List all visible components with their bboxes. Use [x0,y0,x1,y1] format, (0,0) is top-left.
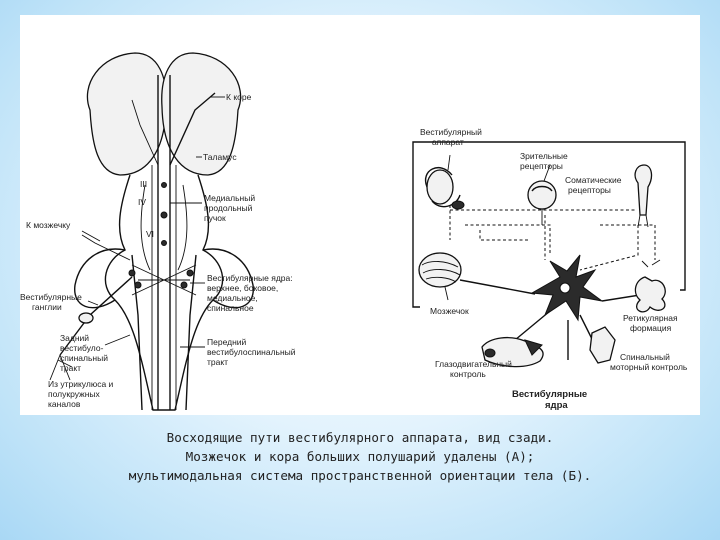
label-vest-nuclei-1: Вестибулярные ядра: [207,273,293,283]
label-visual-1: Зрительные [520,151,568,161]
label-nerve-vi: VI [146,229,154,239]
fibers-to-cortex [169,92,216,166]
label-nerve-iii: III [140,179,147,189]
label-reticular-2: формация [630,323,672,333]
label-spinal-motor-1: Спинальный [620,352,670,362]
label-posterior-tract-3: спинальный [60,353,108,363]
panel-a-brainstem: К коре Таламус III IV VI Медиальный прод… [20,52,296,411]
label-vest-nuclei-2: верхнее, боковое, [207,283,278,293]
caption-line-3: мультимодальная система пространственной… [128,468,592,483]
label-anterior-tract-1: Передний [207,337,247,347]
label-oculomotor-2: контроль [450,369,486,379]
label-to-cortex: К коре [226,92,252,102]
slide-figure: К коре Таламус III IV VI Медиальный прод… [20,15,700,415]
spinal-motor-icon [589,326,616,364]
mlf-tract [157,75,171,410]
vestibular-nuclei-icon [530,254,603,322]
label-posterior-tract-4: тракт [60,363,81,373]
oculomotor-icon [481,336,544,368]
label-from-utricle-2: полукружных [48,389,101,399]
caption-line-2: Мозжечок и кора больших полушарий удален… [185,449,535,464]
label-nerve-iv: IV [138,197,146,207]
label-vest-nuclei-3: медиальное, [207,293,258,303]
anterior-vestibulospinal-tract [185,254,197,411]
peduncle-right [202,248,254,309]
dashed-links [449,205,656,271]
label-vest-apparatus-2: аппарат [432,137,464,147]
vestibular-apparatus-icon [424,154,465,210]
label-posterior-tract-1: Задний [60,333,89,343]
label-vest-nuclei-2: ядра [545,400,568,411]
label-from-utricle-1: Из утрикулюса и [48,379,114,389]
vestibular-ganglion [78,312,94,324]
label-spinal-motor-2: моторный контроль [610,362,688,372]
visual-receptors-icon [527,164,557,225]
label-vest-apparatus-1: Вестибулярный [420,127,482,137]
figure-caption: Восходящие пути вестибулярного аппарата,… [0,428,720,485]
reticular-formation-icon [634,259,666,313]
figure-svg: К коре Таламус III IV VI Медиальный прод… [20,52,688,411]
label-reticular-1: Ретикулярная [623,313,678,323]
label-oculomotor-1: Глазодвигательный [435,359,512,369]
caption-line-1: Восходящие пути вестибулярного аппарата,… [166,430,554,445]
label-mlf-1: Медиальный [204,193,255,203]
peduncle-left [74,248,126,309]
label-vest-nuclei-4: спинальное [207,303,254,313]
label-mlf-2: продольный [204,203,253,213]
thalamus-right [161,52,242,176]
label-vest-ganglia-1: Вестибулярные [20,292,82,302]
label-mlf-3: пучок [204,213,226,223]
label-visual-2: рецепторы [520,161,563,171]
somatic-receptors-icon [634,164,653,228]
label-to-cerebellum: К мозжечку [26,220,71,230]
label-vest-nuclei-1: Вестибулярные [512,389,587,400]
vestibular-nuclei-dots [128,182,194,289]
nuclei-outputs [459,279,641,360]
label-thalamus: Таламус [203,152,237,162]
label-somatic-1: Соматические [565,175,622,185]
label-somatic-2: рецепторы [568,185,611,195]
label-vest-ganglia-2: ганглии [32,302,62,312]
label-cerebellum: Мозжечок [430,306,469,316]
label-from-utricle-3: каналов [48,399,81,409]
label-posterior-tract-2: вестибуло- [60,343,104,353]
cerebellum-icon [418,252,462,301]
label-anterior-tract-2: вестибулоспинальный [207,347,296,357]
feedback-loop [412,141,686,308]
label-anterior-tract-3: тракт [207,357,228,367]
panel-b-multimodal-system: Вестибулярный аппарат Зрительные рецепто… [412,127,688,411]
